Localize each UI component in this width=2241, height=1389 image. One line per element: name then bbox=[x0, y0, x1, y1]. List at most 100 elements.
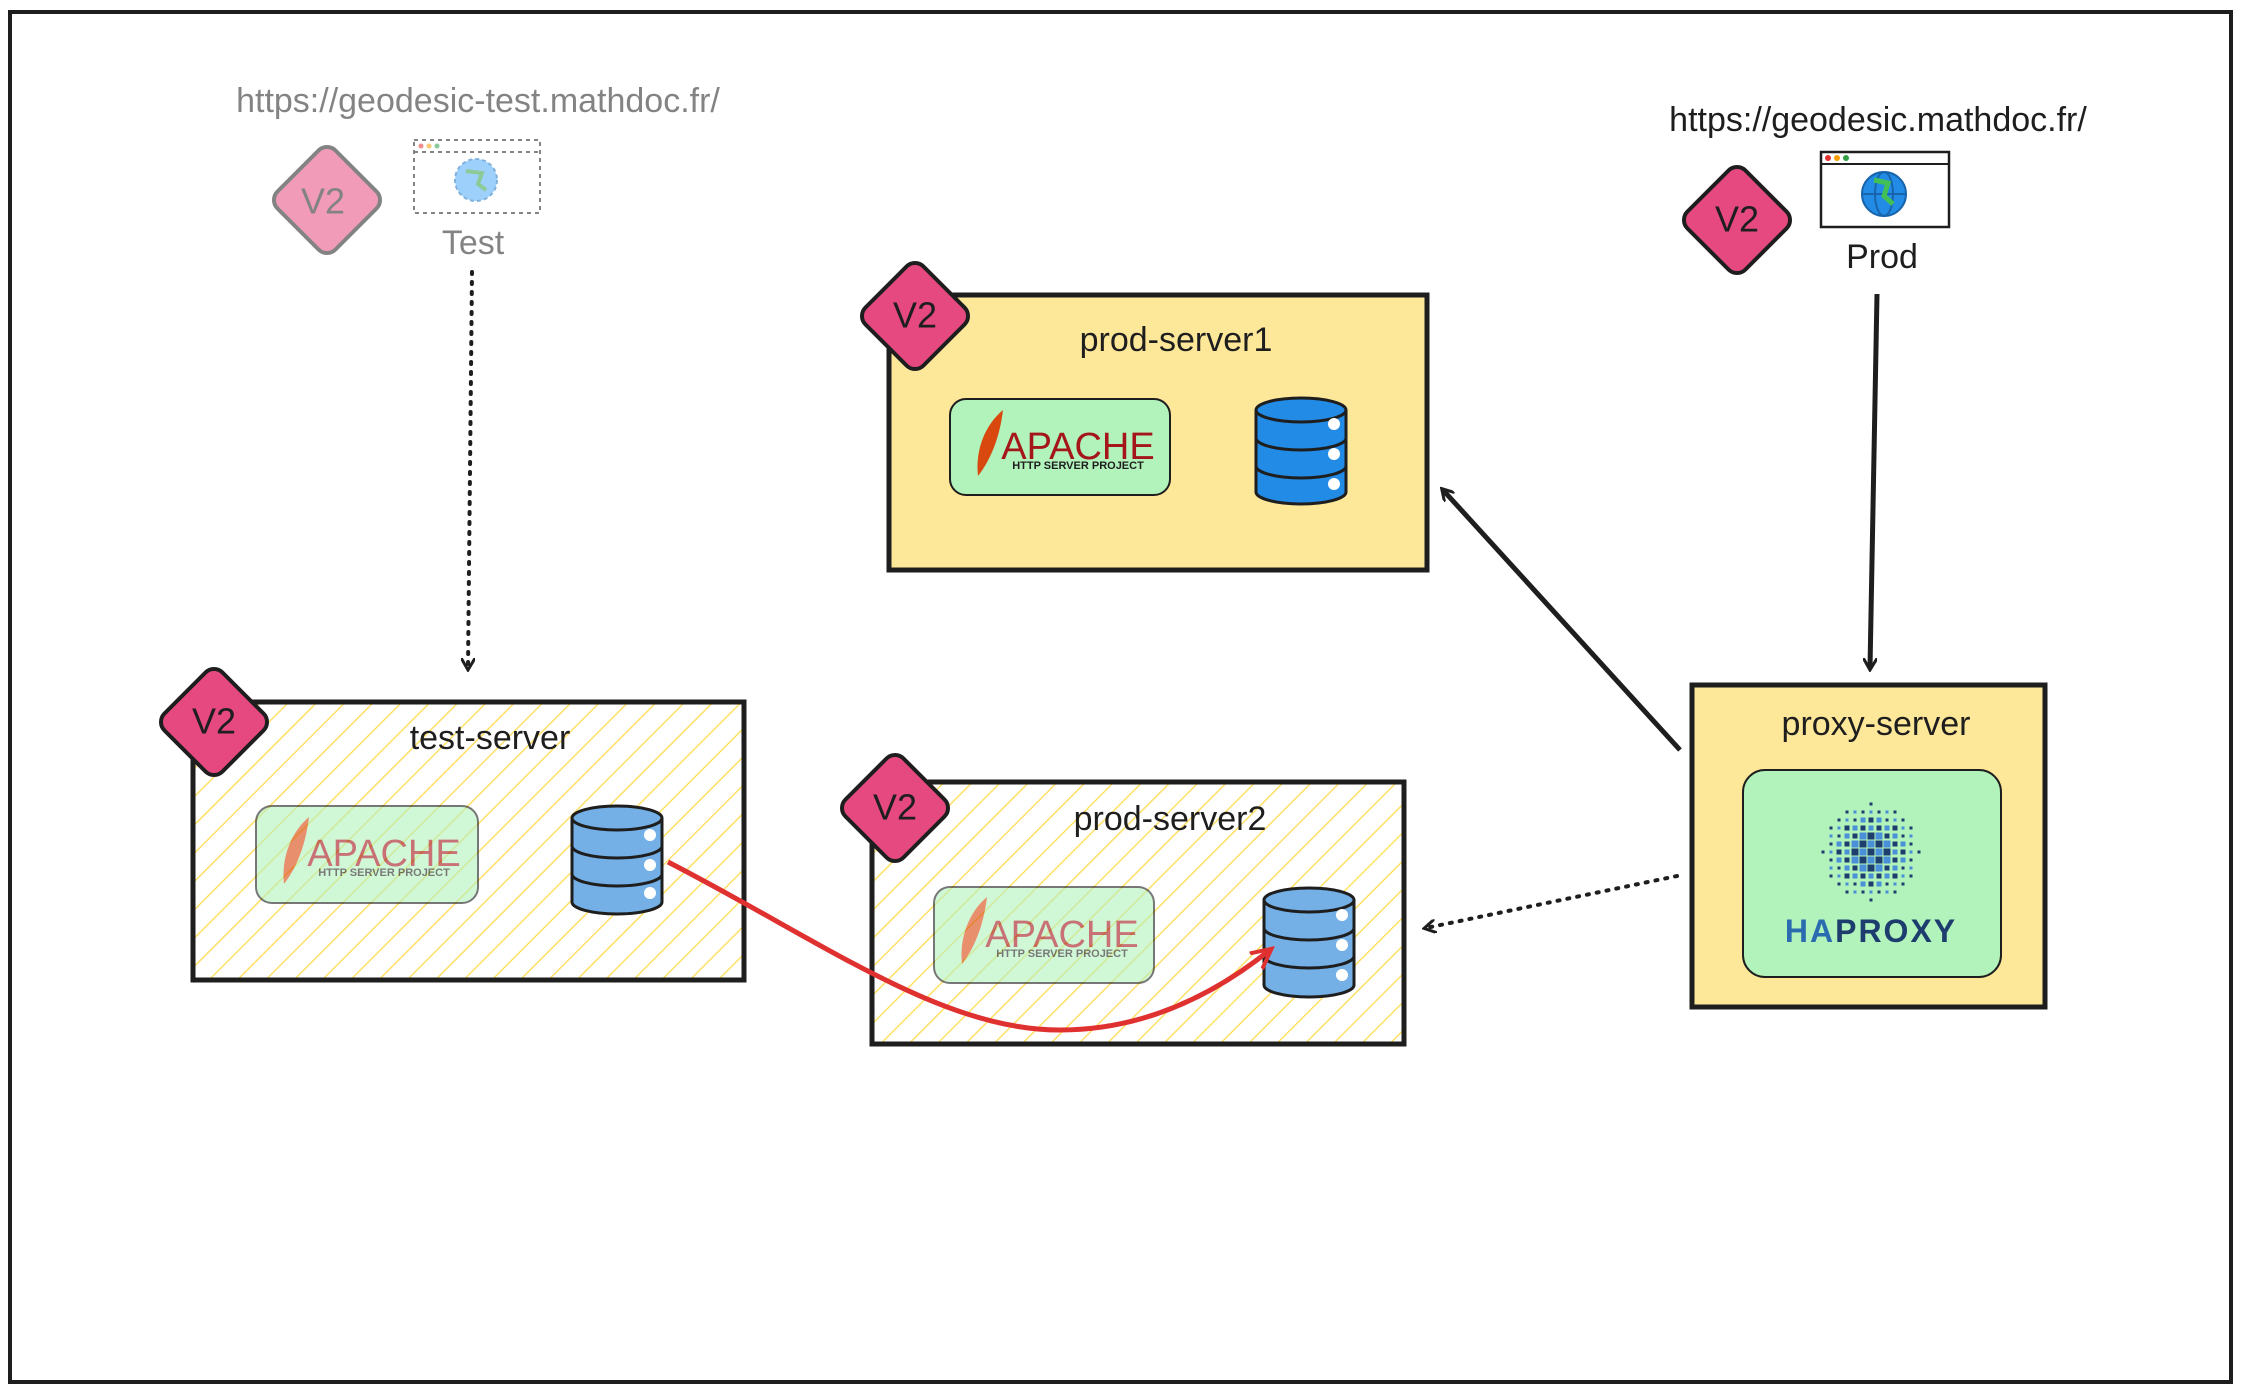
haproxy-dot bbox=[1845, 810, 1849, 814]
haproxy-dot bbox=[1844, 841, 1850, 847]
haproxy-dot bbox=[1829, 834, 1833, 838]
haproxy-dot bbox=[1893, 882, 1897, 886]
prod-server1-badge: V2 bbox=[893, 295, 937, 336]
haproxy-dot bbox=[1867, 856, 1875, 864]
haproxy-dot bbox=[1885, 818, 1889, 822]
haproxy-dot bbox=[1901, 874, 1905, 878]
haproxy-dot bbox=[1875, 856, 1883, 864]
apache-logo: APACHE HTTP SERVER PROJECT bbox=[255, 805, 479, 904]
haproxy-dot bbox=[1829, 866, 1833, 870]
outer-frame bbox=[8, 10, 2233, 1384]
haproxy-dot bbox=[1876, 825, 1882, 831]
haproxy-dot bbox=[1892, 873, 1898, 879]
haproxy-dot bbox=[1859, 848, 1867, 856]
haproxy-text: HAPROXY bbox=[1785, 913, 1957, 949]
haproxy-logo: HAPROXY bbox=[1742, 769, 2002, 978]
haproxy-dot bbox=[1877, 890, 1881, 894]
haproxy-dot bbox=[1901, 826, 1905, 830]
version-diamond-icon: V2 bbox=[1681, 164, 1793, 276]
haproxy-dot bbox=[1845, 890, 1849, 894]
haproxy-dot bbox=[1861, 890, 1865, 894]
apache-sub-text: HTTP SERVER PROJECT bbox=[1012, 460, 1144, 472]
version-diamond-icon: V2 bbox=[839, 752, 951, 864]
haproxy-dot bbox=[1883, 840, 1891, 848]
haproxy-dot bbox=[1892, 857, 1898, 863]
browser-globe-icon bbox=[413, 139, 541, 214]
browser-globe-icon bbox=[1819, 150, 1951, 229]
haproxy-dot bbox=[1853, 890, 1857, 894]
apache-feather-icon bbox=[977, 410, 1003, 476]
haproxy-dot bbox=[1851, 848, 1859, 856]
haproxy-dot bbox=[1917, 850, 1921, 854]
haproxy-dot bbox=[1861, 810, 1865, 814]
haproxy-dot bbox=[1859, 856, 1867, 864]
haproxy-dot bbox=[1829, 874, 1833, 878]
haproxy-dot bbox=[1860, 825, 1866, 831]
haproxy-dot bbox=[1909, 874, 1913, 878]
haproxy-dot bbox=[1868, 873, 1874, 879]
database-replication-arrow bbox=[666, 859, 1270, 1033]
haproxy-dot bbox=[1875, 840, 1883, 848]
haproxy-dot bbox=[1844, 857, 1850, 863]
haproxy-dot bbox=[1860, 817, 1866, 823]
prod-client-label: Prod bbox=[1846, 238, 1918, 276]
haproxy-dot bbox=[1876, 817, 1882, 823]
haproxy-dot bbox=[1859, 864, 1867, 872]
haproxy-dot bbox=[1853, 882, 1857, 886]
haproxy-dot bbox=[1883, 848, 1891, 856]
prod-server1-box: V2 prod-server1 APACHE HTTP SERVER PROJE… bbox=[859, 260, 1430, 573]
prod-server2-title: prod-server2 bbox=[1074, 800, 1267, 838]
haproxy-dot bbox=[1836, 849, 1842, 855]
haproxy-dot bbox=[1876, 881, 1882, 887]
prod-server2-box: V2 prod-server2 APACHE HTTP SERVER PROJE… bbox=[839, 752, 1407, 1047]
haproxy-dot bbox=[1844, 873, 1850, 879]
haproxy-dot bbox=[1852, 825, 1858, 831]
haproxy-dot bbox=[1852, 865, 1858, 871]
apache-logo: APACHE HTTP SERVER PROJECT bbox=[933, 886, 1155, 984]
apache-main-text: APACHE bbox=[985, 914, 1138, 956]
haproxy-dot bbox=[1852, 873, 1858, 879]
haproxy-dot bbox=[1875, 848, 1883, 856]
haproxy-dot bbox=[1844, 849, 1850, 855]
haproxy-dot bbox=[1900, 841, 1906, 847]
haproxy-dot bbox=[1836, 857, 1842, 863]
test-server-badge: V2 bbox=[192, 701, 236, 742]
proxy-server-box: proxy-server HAPROXY bbox=[1689, 682, 2048, 1010]
haproxy-dot bbox=[1909, 858, 1913, 862]
haproxy-dot bbox=[1829, 858, 1833, 862]
haproxy-dot bbox=[1893, 818, 1897, 822]
version-diamond-icon: V2 bbox=[158, 666, 270, 778]
apache-main-text: APACHE bbox=[307, 833, 460, 875]
haproxy-dot bbox=[1901, 866, 1905, 870]
prod-client: https://geodesic.mathdoc.fr/ V2 Prod bbox=[1669, 101, 2087, 276]
apache-feather-icon bbox=[283, 817, 309, 884]
haproxy-dot bbox=[1829, 850, 1833, 854]
apache-logo: APACHE HTTP SERVER PROJECT bbox=[949, 398, 1171, 496]
haproxy-dot bbox=[1851, 856, 1859, 864]
haproxy-dot bbox=[1869, 898, 1873, 902]
test-client-label: Test bbox=[442, 224, 505, 262]
test-server-box: V2 test-server APACHE HTTP SERVER PROJEC… bbox=[158, 666, 747, 983]
haproxy-dot bbox=[1867, 840, 1875, 848]
haproxy-dot bbox=[1837, 818, 1841, 822]
haproxy-proxy-text: PROXY bbox=[1835, 913, 1957, 949]
haproxy-dot bbox=[1867, 848, 1875, 856]
haproxy-dot bbox=[1837, 834, 1841, 838]
haproxy-dot bbox=[1829, 826, 1833, 830]
version-diamond-icon: V2 bbox=[271, 144, 383, 256]
apache-sub-text: HTTP SERVER PROJECT bbox=[318, 867, 450, 879]
haproxy-dot bbox=[1844, 865, 1850, 871]
test-client: https://geodesic-test.mathdoc.fr/ V2 Tes… bbox=[236, 82, 720, 262]
haproxy-dot bbox=[1845, 882, 1849, 886]
haproxy-dot bbox=[1885, 882, 1889, 886]
test-url: https://geodesic-test.mathdoc.fr/ bbox=[236, 82, 720, 120]
haproxy-dot bbox=[1909, 866, 1913, 870]
database-icon bbox=[1254, 396, 1348, 506]
haproxy-dot bbox=[1836, 841, 1842, 847]
haproxy-dot bbox=[1868, 881, 1874, 887]
database-icon bbox=[1262, 886, 1356, 999]
haproxy-dot bbox=[1867, 864, 1875, 872]
haproxy-dot bbox=[1876, 873, 1882, 879]
version-diamond-icon: V2 bbox=[859, 260, 971, 372]
